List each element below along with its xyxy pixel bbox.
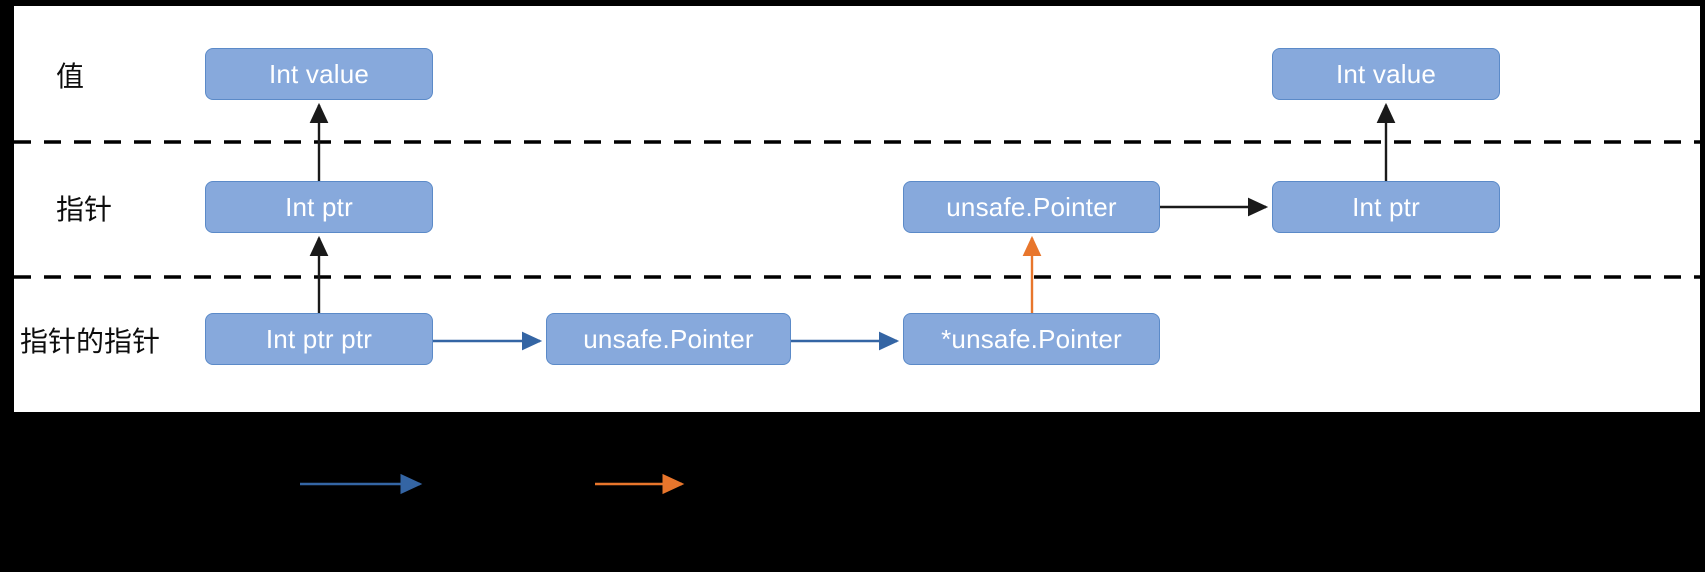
node-unsafe-pointer-middle[interactable]: unsafe.Pointer	[903, 181, 1160, 233]
node-int-ptr-left[interactable]: Int ptr	[205, 181, 433, 233]
row-label-pointer: 指针	[56, 193, 113, 226]
node-unsafe-pointer-bottom[interactable]: unsafe.Pointer	[546, 313, 791, 365]
node-int-value-left[interactable]: Int value	[205, 48, 433, 100]
row-label-value: 值	[56, 60, 85, 93]
node-star-unsafe-pointer[interactable]: *unsafe.Pointer	[903, 313, 1160, 365]
node-int-ptr-right[interactable]: Int ptr	[1272, 181, 1500, 233]
row-label-pointer-of-pointer: 指针的指针	[20, 325, 161, 358]
node-int-value-right[interactable]: Int value	[1272, 48, 1500, 100]
node-int-ptr-ptr[interactable]: Int ptr ptr	[205, 313, 433, 365]
